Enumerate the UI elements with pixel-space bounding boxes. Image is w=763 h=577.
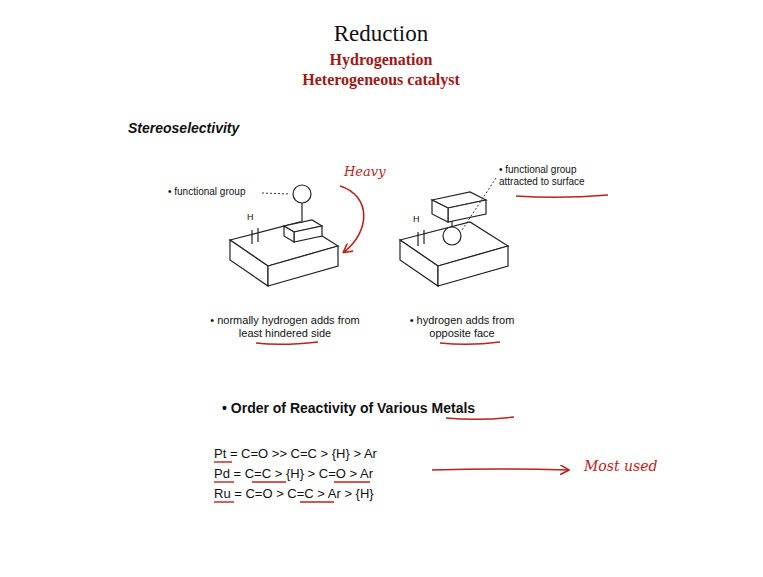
slide-title: Reduction bbox=[231, 20, 531, 48]
list-heading: • Order of Reactivity of Various Metals bbox=[222, 400, 475, 417]
hand-arrow bbox=[432, 469, 568, 470]
substrate-molecule bbox=[252, 185, 322, 244]
callout-label: • functional group attracted to surface bbox=[499, 164, 617, 188]
substrate-molecule bbox=[418, 192, 486, 246]
reactivity-order: Ru = C=O > C=C > Ar > {H} bbox=[214, 486, 374, 502]
hand-note: Most used bbox=[584, 458, 657, 475]
figure-caption: • normally hydrogen adds from least hind… bbox=[210, 314, 360, 340]
callout-label: • functional group bbox=[168, 186, 245, 198]
atom-label: H bbox=[413, 214, 420, 225]
atom-label: H bbox=[247, 212, 254, 223]
figure-caption: • hydrogen adds from opposite face bbox=[406, 314, 518, 340]
slide-subtitle: Heterogeneous catalyst bbox=[231, 70, 531, 89]
section-heading: Stereoselectivity bbox=[128, 120, 239, 137]
leader-line bbox=[462, 178, 496, 230]
catalyst-surface bbox=[230, 222, 338, 286]
catalyst-surface bbox=[400, 222, 508, 286]
hand-underline bbox=[214, 195, 608, 502]
slide-subtitle: Hydrogenation bbox=[231, 50, 531, 69]
reactivity-order: Pt = C=O >> C=C > {H} > Ar bbox=[214, 446, 377, 462]
reactivity-order: Pd = C=C > {H} > C=O > Ar bbox=[214, 466, 373, 482]
hand-arrow bbox=[340, 186, 364, 252]
leader-line bbox=[262, 193, 290, 194]
hand-note: Heavy bbox=[344, 164, 385, 180]
